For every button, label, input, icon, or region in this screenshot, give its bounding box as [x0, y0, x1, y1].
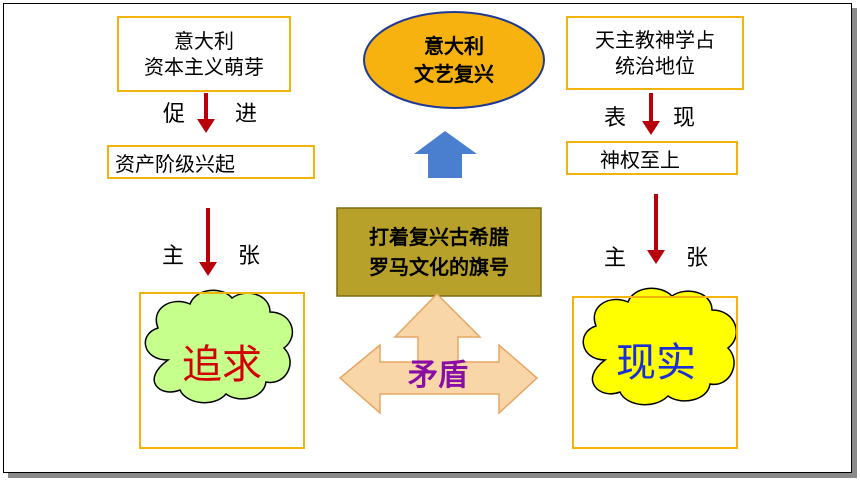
- renaissance-line2: 文艺复兴: [414, 62, 494, 86]
- left-advocate-char2: 张: [238, 244, 261, 269]
- right-manifest-char2: 现: [673, 106, 696, 131]
- right-middle-box: 神权至上: [566, 141, 738, 175]
- renaissance-line1: 意大利: [424, 34, 484, 58]
- slide-frame: [3, 3, 852, 473]
- right-advocate-char1: 主: [604, 246, 627, 271]
- banner-box: [336, 207, 542, 297]
- left-cloud-text: 追求: [182, 342, 262, 388]
- frame-shadow-bottom: [8, 473, 857, 478]
- left-promote-char2: 进: [235, 102, 258, 127]
- left-cloud: [144, 289, 294, 404]
- right-arrow-2: [647, 194, 665, 264]
- conflict-text: 矛盾: [408, 358, 468, 393]
- renaissance-ellipse: [363, 11, 545, 109]
- right-arrow-1: [642, 93, 660, 135]
- right-top-line1: 天主教神学占: [595, 28, 715, 52]
- left-arrow-2: [199, 208, 217, 276]
- right-advocate-char2: 张: [686, 246, 709, 271]
- right-middle-text: 神权至上: [600, 147, 680, 172]
- left-top-line1: 意大利: [174, 29, 234, 53]
- up-arrow-icon: [414, 131, 477, 178]
- right-cloud: [582, 287, 738, 406]
- right-top-box: 天主教神学占 统治地位: [566, 16, 744, 90]
- banner-line1: 打着复兴古希腊: [369, 225, 509, 249]
- right-top-line2: 统治地位: [615, 54, 695, 78]
- right-manifest-char1: 表: [604, 106, 627, 131]
- left-top-box: 意大利 资本主义萌芽: [117, 16, 291, 92]
- left-top-line2: 资本主义萌芽: [144, 55, 264, 79]
- renaissance-text: 意大利 文艺复兴: [380, 32, 528, 88]
- left-advocate-char1: 主: [162, 244, 185, 269]
- left-middle-text: 资产阶级兴起: [115, 151, 235, 176]
- triple-arrow-shape: [338, 292, 539, 415]
- left-promote-char1: 促: [163, 102, 186, 127]
- banner-line2: 罗马文化的旗号: [369, 255, 509, 279]
- frame-shadow-right: [852, 8, 857, 476]
- right-cloud-frame: [572, 296, 738, 449]
- left-arrow-1: [197, 93, 215, 133]
- right-cloud-text: 现实: [616, 340, 696, 386]
- left-middle-box: 资产阶级兴起: [107, 145, 315, 179]
- left-cloud-frame: [139, 292, 305, 449]
- banner-text: 打着复兴古希腊 罗马文化的旗号: [337, 222, 541, 282]
